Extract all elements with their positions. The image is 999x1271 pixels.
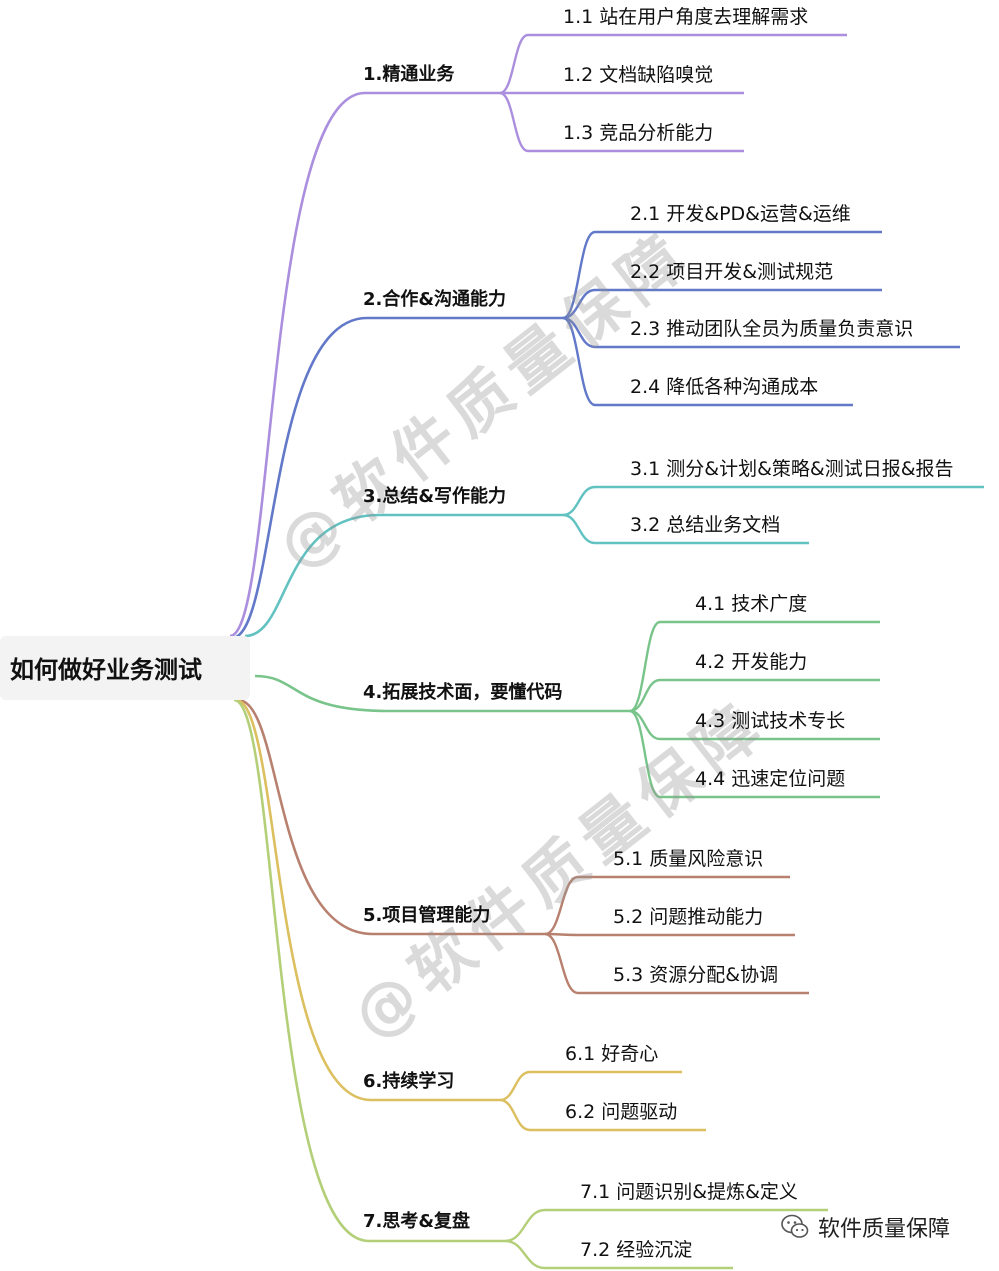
leaf-label[interactable]: 1.1 站在用户角度去理解需求 [563, 6, 809, 28]
leaf-connector [504, 1208, 828, 1243]
leaf-label[interactable]: 4.4 迅速定位问题 [695, 768, 846, 790]
leaf-label[interactable]: 5.3 资源分配&协调 [613, 964, 779, 986]
leaf-connector [544, 932, 809, 995]
leaf-label[interactable]: 5.1 质量风险意识 [613, 848, 764, 870]
branch-label[interactable]: 7.思考&复盘 [363, 1211, 471, 1232]
leaf-label[interactable]: 4.3 测试技术专长 [695, 710, 846, 732]
leaf-connector [562, 288, 882, 320]
branch-label[interactable]: 5.项目管理能力 [363, 905, 491, 926]
leaf-label[interactable]: 5.2 问题推动能力 [613, 906, 764, 928]
leaf-label[interactable]: 4.2 开发能力 [695, 651, 808, 673]
branch-connector [235, 698, 500, 1102]
leaf-label[interactable]: 2.3 推动团队全员为质量负责意识 [630, 318, 914, 340]
leaf-label[interactable]: 6.2 问题驱动 [565, 1101, 678, 1123]
leaf-connector [562, 485, 984, 517]
leaf-connector [499, 1070, 682, 1102]
leaf-connector [629, 678, 880, 713]
brand-label: 软件质量保障 [818, 1217, 951, 1242]
wechat-icon [781, 1214, 809, 1238]
branch-connector [231, 316, 563, 640]
leaf-connector [544, 932, 795, 937]
leaf-label[interactable]: 7.2 经验沉淀 [580, 1239, 693, 1261]
root-node[interactable] [0, 636, 250, 700]
leaf-label[interactable]: 7.1 问题识别&提炼&定义 [580, 1181, 798, 1203]
leaf-connector [562, 230, 882, 320]
leaf-connector [629, 709, 880, 799]
leaf-label[interactable]: 2.1 开发&PD&运营&运维 [630, 203, 851, 225]
leaf-connector [504, 1239, 733, 1270]
leaf-connector [629, 620, 880, 713]
leaf-label[interactable]: 2.2 项目开发&测试规范 [630, 261, 834, 283]
leaf-connector [499, 1098, 706, 1132]
branch-connector [229, 91, 500, 638]
branch-label[interactable]: 4.拓展技术面，要懂代码 [363, 682, 563, 703]
leaf-label[interactable]: 3.2 总结业务文档 [630, 514, 781, 536]
branch-connector [237, 698, 545, 936]
leaf-connector [499, 91, 744, 153]
leaf-label[interactable]: 1.2 文档缺陷嗅觉 [563, 64, 714, 86]
leaf-connector [562, 513, 809, 545]
root-label: 如何做好业务测试 [10, 656, 202, 684]
leaf-connector [562, 316, 853, 407]
leaf-connector [499, 33, 847, 95]
leaf-label[interactable]: 4.1 技术广度 [695, 593, 808, 615]
leaf-label[interactable]: 2.4 降低各种沟通成本 [630, 376, 819, 398]
branch-connector [233, 698, 505, 1243]
branch-label[interactable]: 6.持续学习 [363, 1071, 455, 1092]
branch-label[interactable]: 1.精通业务 [363, 64, 455, 85]
branch-label[interactable]: 2.合作&沟通能力 [363, 289, 507, 310]
leaf-label[interactable]: 6.1 好奇心 [565, 1043, 659, 1065]
leaf-label[interactable]: 3.1 测分&计划&策略&测试日报&报告 [630, 458, 954, 480]
branch-connector [254, 674, 630, 713]
branch-label[interactable]: 3.总结&写作能力 [363, 486, 507, 507]
brand-badge: 软件质量保障 [780, 1210, 950, 1244]
branch-connector [244, 513, 563, 638]
leaf-label[interactable]: 1.3 竞品分析能力 [563, 122, 714, 144]
leaf-connector [544, 875, 790, 936]
